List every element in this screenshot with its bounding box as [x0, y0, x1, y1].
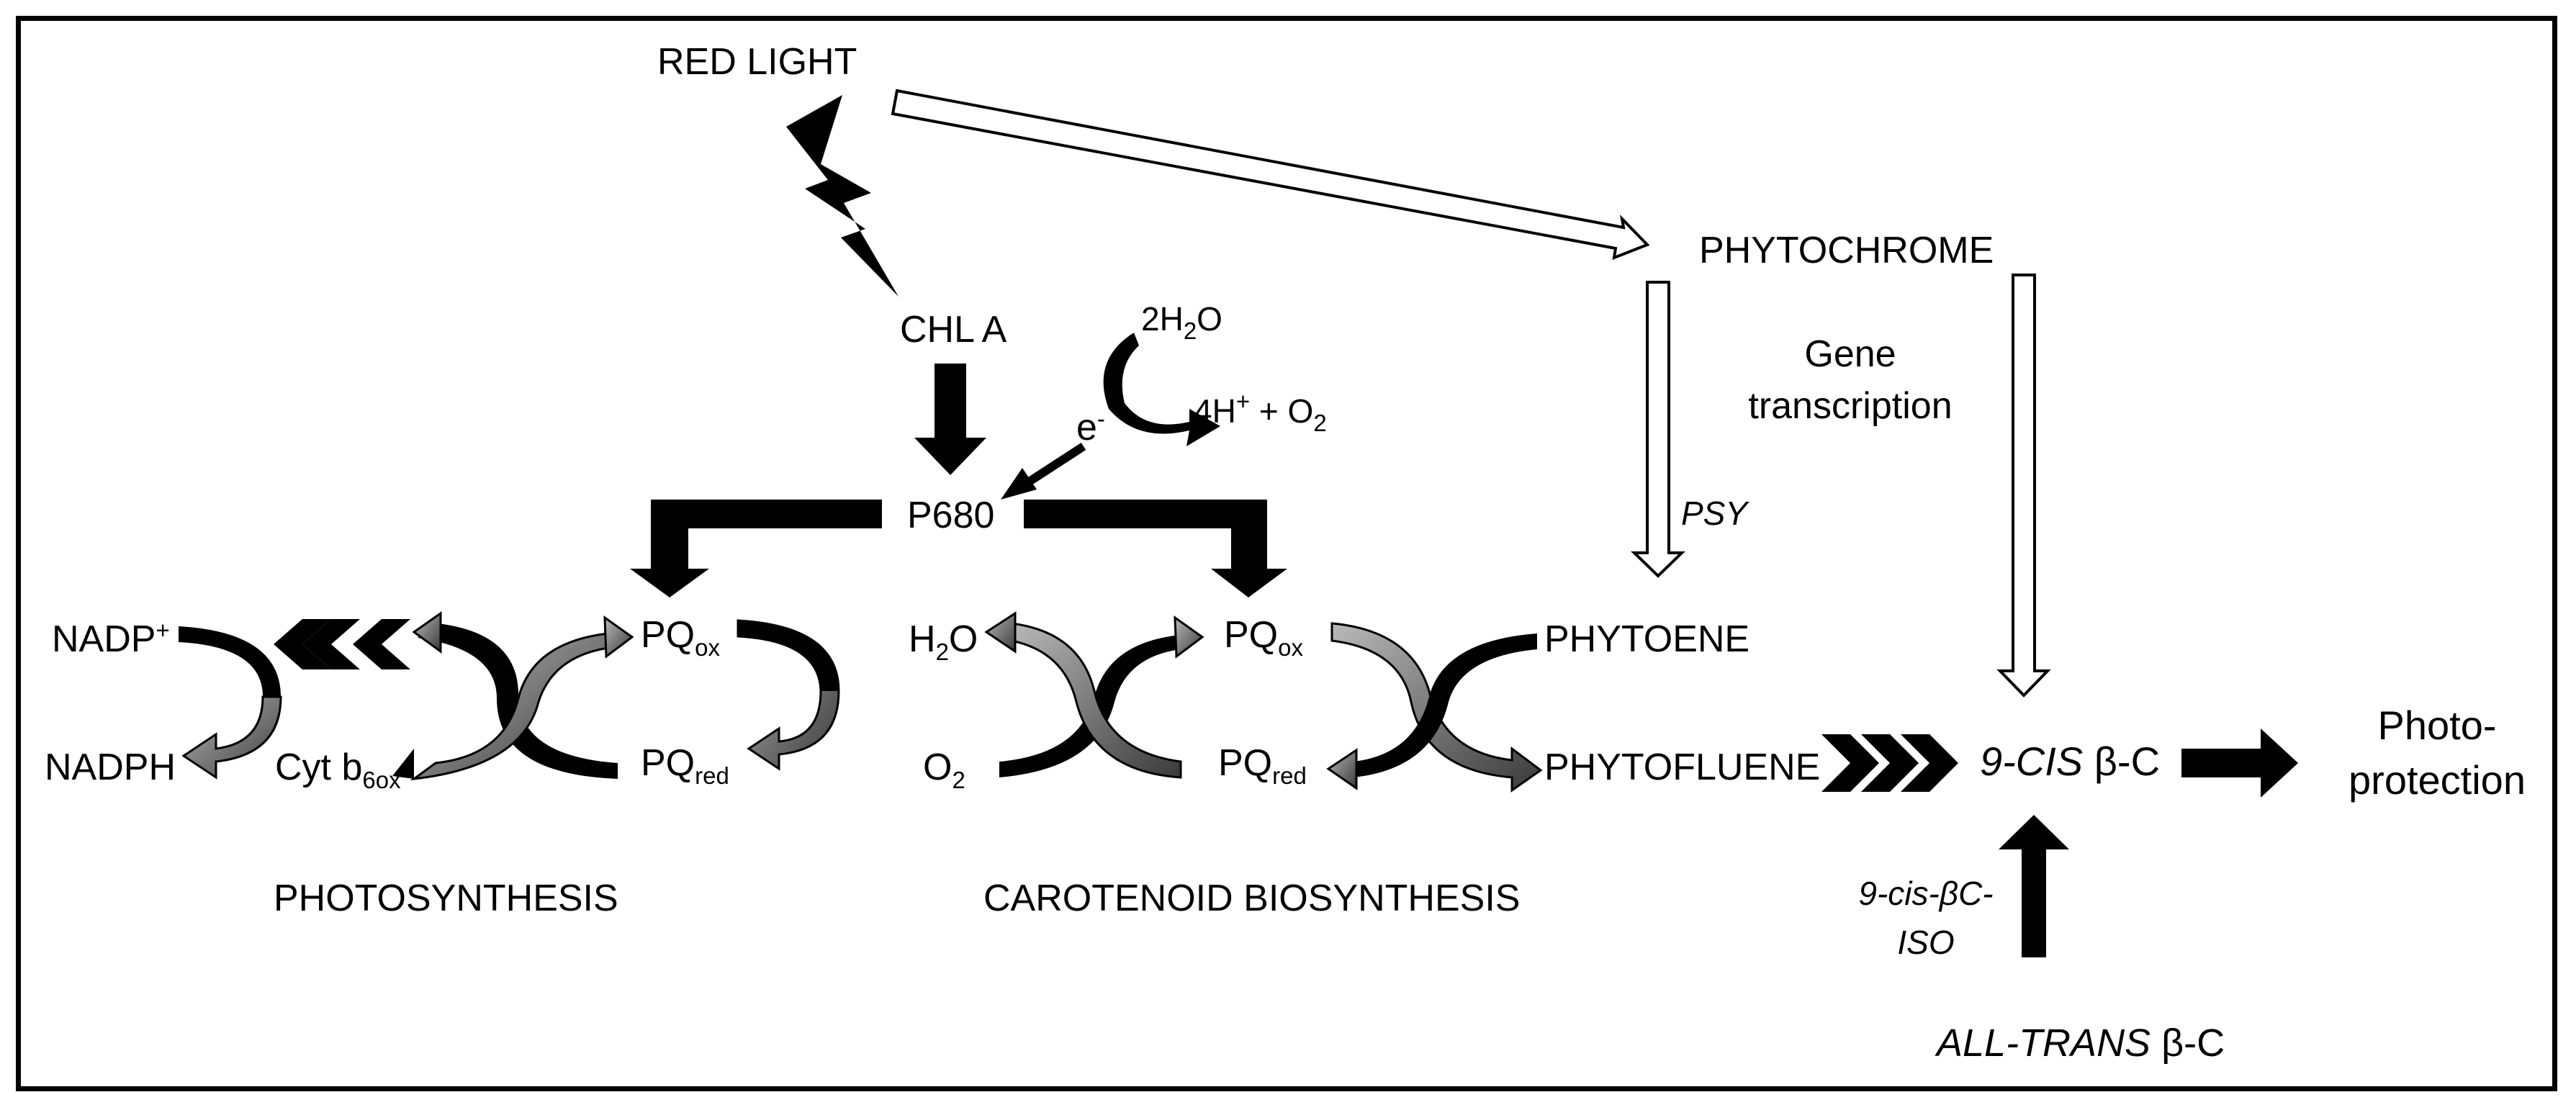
photosynthesis-label: PHOTOSYNTHESIS [274, 877, 618, 919]
phytochrome-label: PHYTOCHROME [1699, 230, 1994, 271]
nadph-label: NADPH [45, 746, 176, 788]
electron-arrow-head [1001, 468, 1037, 500]
red-light-to-phytochrome-arrow [891, 89, 1650, 261]
electron-arrow [1023, 442, 1086, 488]
psy-label: PSY [1681, 495, 1748, 532]
chl-to-p680-arrow [914, 364, 986, 475]
h2o-label: H2O [909, 618, 978, 665]
all-trans-to-9cis-arrow [1999, 815, 2069, 957]
nadp-plus-label: NADP+ [52, 617, 170, 660]
red-light-label: RED LIGHT [657, 41, 857, 83]
nadp-cycle-gray [181, 695, 282, 780]
arrow-to-pqox-head [603, 615, 634, 659]
phytofluene-label: PHYTOFLUENE [1544, 746, 1821, 788]
all-trans-beta-carotene-label: ALL-TRANS β-C [1937, 1021, 2225, 1065]
arrow-to-pqred-right-head [1326, 748, 1358, 790]
o2-label: O2 [923, 746, 965, 793]
gene-transcription-label-1: Gene [1804, 333, 1896, 375]
water-splitting-curve-icon [1103, 333, 1220, 446]
phytoene-cross-arc-1 [1330, 622, 1543, 793]
water-input-label: 2H2O [1141, 300, 1222, 344]
phytoene-label: PHYTOENE [1544, 618, 1750, 660]
phytofluene-chevrons [1821, 734, 1958, 792]
photoprotection-label-1: Photo- [2377, 703, 2497, 748]
lightning-bolt-icon [786, 95, 899, 297]
arrow-from-cross-left-head [412, 611, 442, 654]
pq-red-right-label: PQred [1218, 742, 1307, 789]
arrow-to-cyt-head [392, 749, 414, 779]
p680-label: P680 [907, 495, 995, 536]
pq-cycle-left-black [738, 621, 839, 691]
pq-red-left-label: PQred [641, 742, 729, 789]
to-photoprotection-arrow [2181, 728, 2298, 798]
p680-left-branch-arrow [630, 500, 882, 597]
phytochrome-to-phytoene-arrow [1631, 281, 1685, 578]
isomerase-label-2: ISO [1897, 924, 1955, 961]
pq-ox-left-label: PQox [641, 614, 720, 661]
pq-ox-right-label: PQox [1224, 614, 1303, 661]
proton-oxygen-output-label: 4H+ + O2 [1194, 388, 1327, 436]
carotenoid-biosynthesis-label: CAROTENOID BIOSYNTHESIS [983, 877, 1521, 919]
chl-a-label: CHL A [900, 309, 1007, 351]
cyt-b6-label: Cyt b6ox [275, 746, 401, 793]
p680-right-branch-arrow [1024, 500, 1287, 597]
diagram-frame [16, 16, 2557, 1091]
electron-label: e- [1076, 405, 1105, 448]
chevron-left-3 [274, 619, 331, 669]
arrow-to-pqox-right-head [1174, 615, 1204, 659]
arrow-to-h2o-head [984, 611, 1017, 654]
phytochrome-to-9cis-arrow [1996, 274, 2051, 698]
photoprotection-label-2: protection [2348, 757, 2526, 803]
carotenoid-cross-arc-1 [999, 635, 1181, 777]
phytoene-cross-arc-2 [1354, 633, 1537, 777]
gene-transcription-label-2: transcription [1748, 385, 1953, 427]
isomerase-label-1: 9-cis-βC- [1858, 875, 1994, 912]
carotenoid-cross-arc-2 [1010, 622, 1182, 779]
nine-cis-beta-carotene-label: 9-CIS β-C [1980, 739, 2161, 784]
